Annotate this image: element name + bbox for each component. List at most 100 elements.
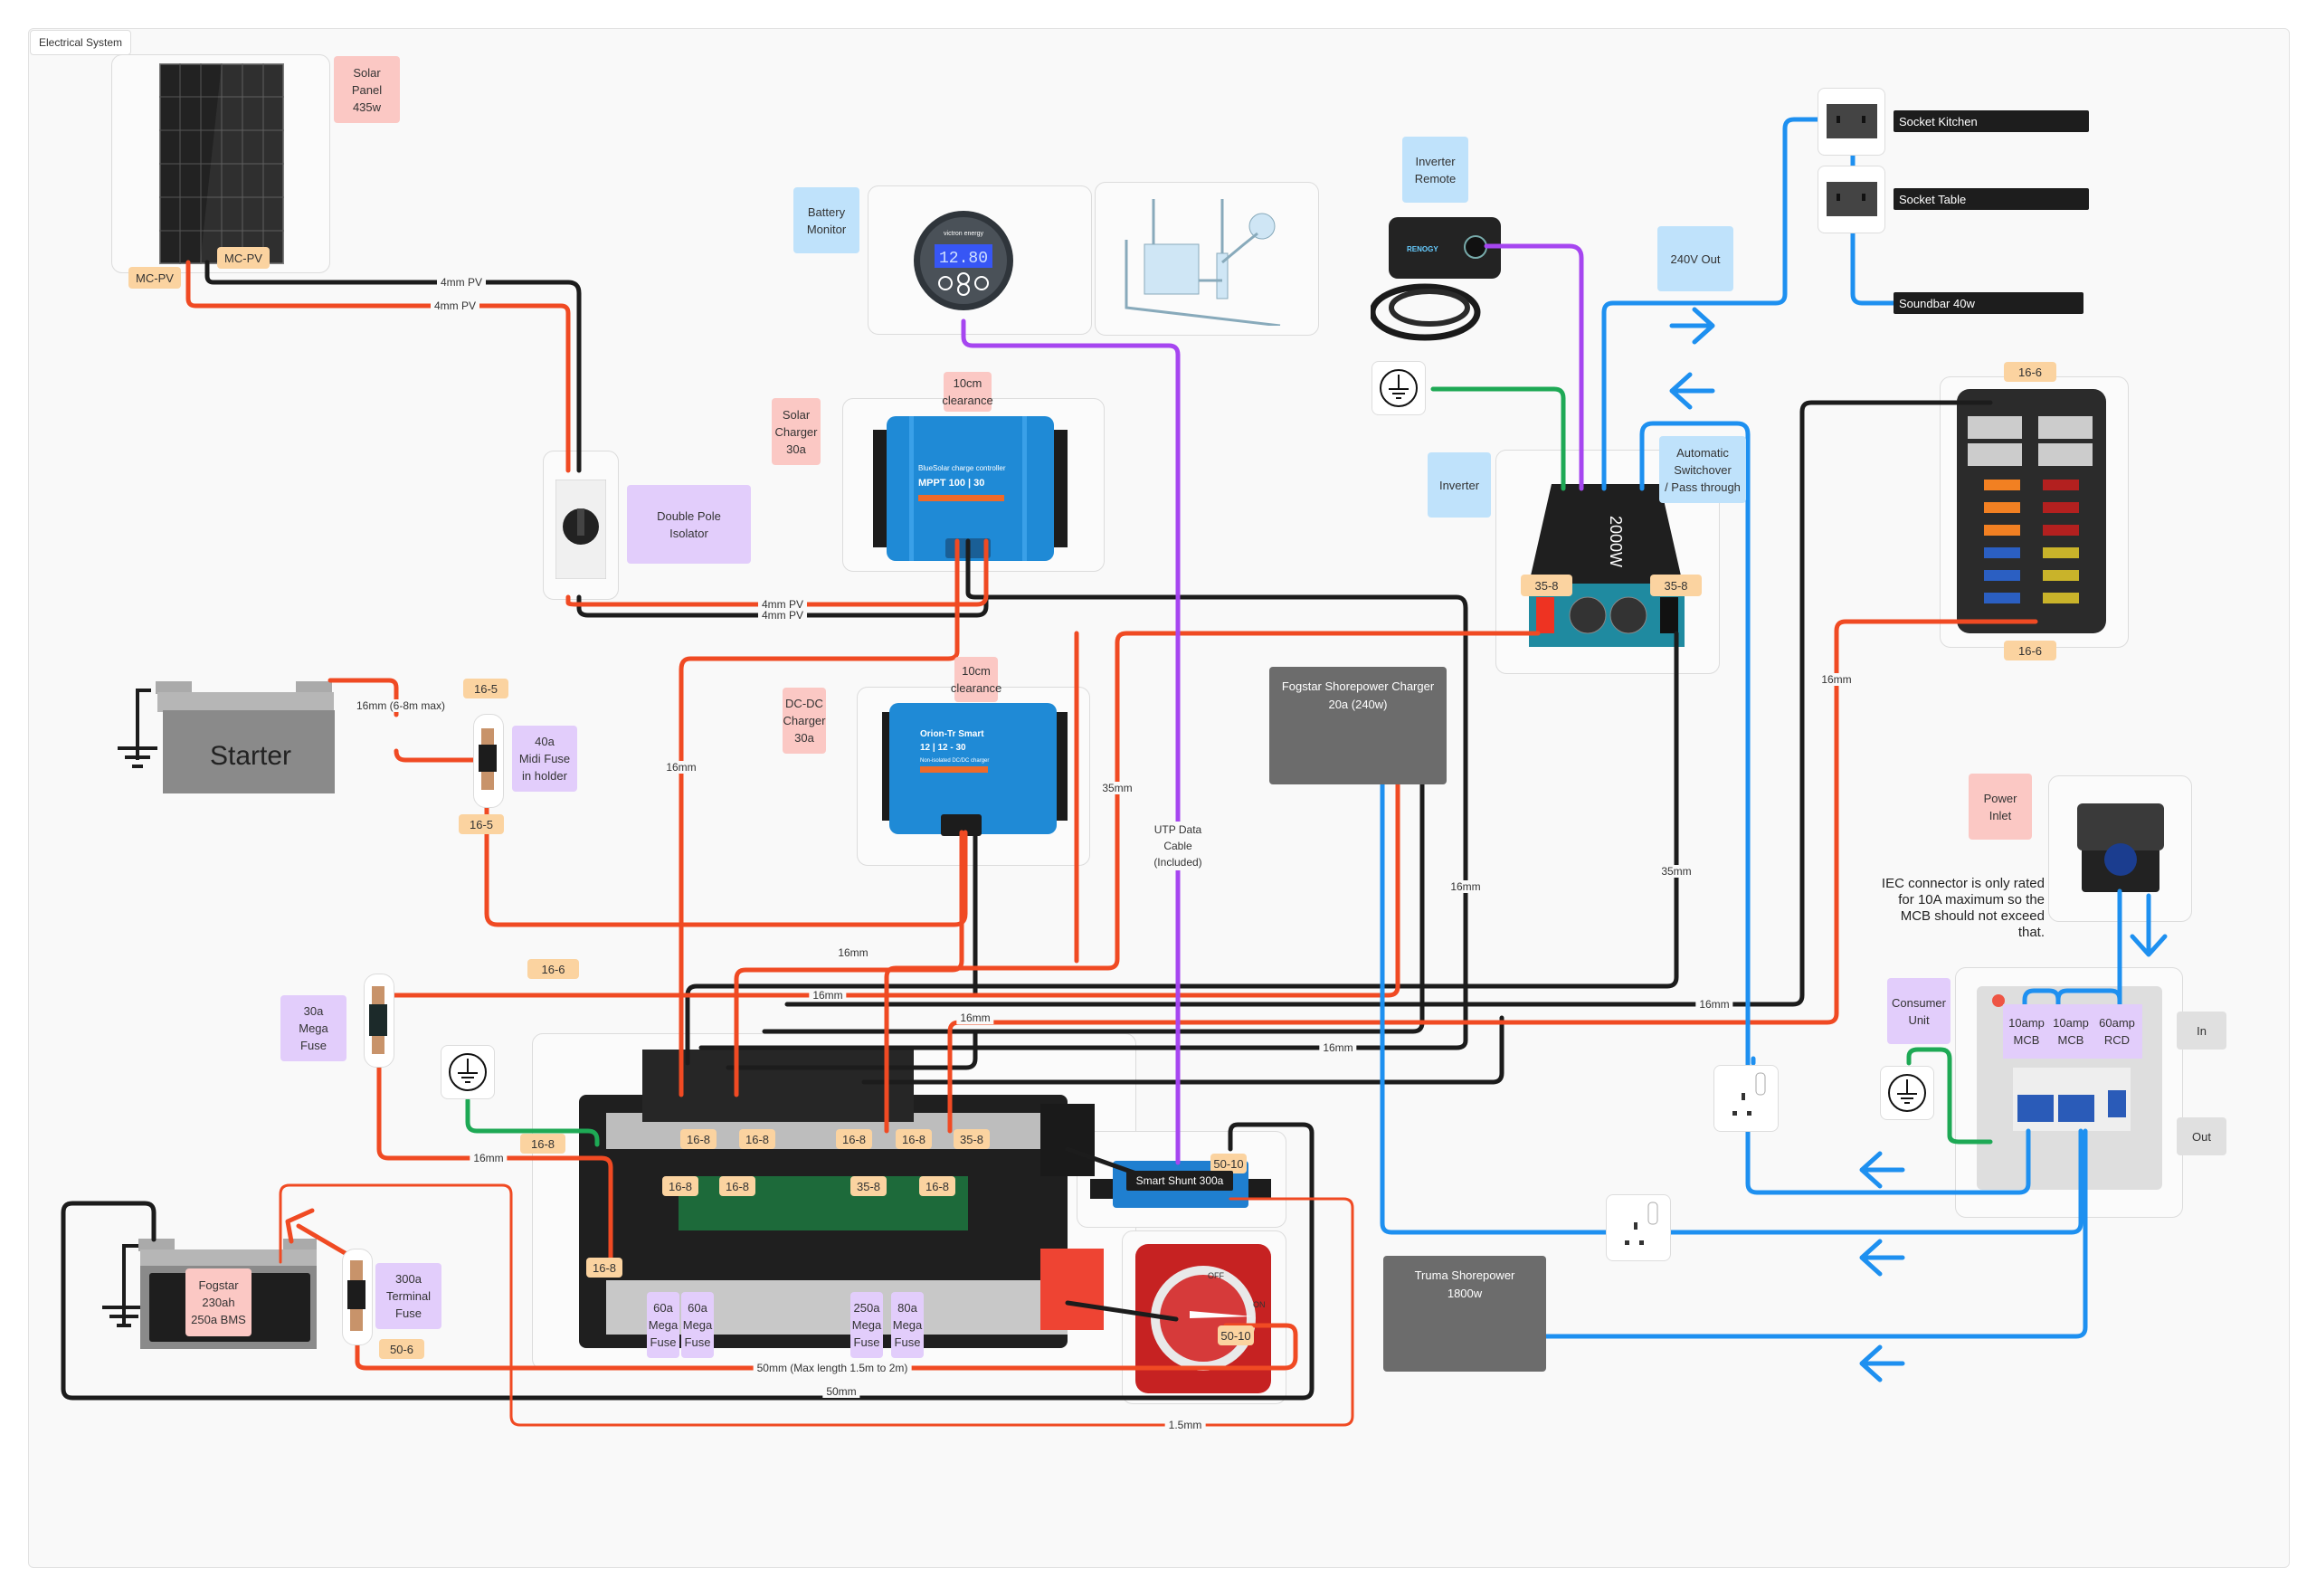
busbar-lug-top-1: 16-8 <box>680 1129 717 1149</box>
wire-solar-positive-out[interactable] <box>679 538 960 1097</box>
terminal-fuse-label: 300a Terminal Fuse <box>375 1263 441 1329</box>
wire-switch-to-bus[interactable] <box>1065 1300 1179 1322</box>
wire-shore-charger-ac[interactable] <box>1380 757 2083 1235</box>
wire-shore-negative[interactable] <box>762 757 1425 1034</box>
iec-connector-note: IEC connector is only rated for 10A maxi… <box>1881 876 2045 940</box>
busbar-earth-ground <box>441 1045 495 1099</box>
inverter-remote-label: Inverter Remote <box>1402 137 1468 203</box>
wire-pv-positive-top[interactable] <box>185 260 571 473</box>
wire-inlet-to-cu[interactable] <box>2022 888 2122 1018</box>
switch-lug: 50-10 <box>1218 1325 1254 1345</box>
wire-label-pv-black-top: 4mm PV <box>436 276 487 289</box>
starter-battery-image: Starter <box>118 681 335 793</box>
wire-utp-data[interactable] <box>961 318 1181 1165</box>
power-inlet-image <box>2077 803 2164 892</box>
monitor-brand: victron energy <box>944 231 983 237</box>
solar-charger-product-line2: MPPT 100 | 30 <box>918 478 984 489</box>
wiring-diagram-card[interactable] <box>1095 182 1319 336</box>
wire-solar-negative-out[interactable] <box>698 538 1468 1050</box>
leisure-battery-label: Fogstar 230ah 250a BMS <box>185 1268 252 1336</box>
busbar-lug-left: 16-8 <box>520 1134 565 1154</box>
smart-shunt-label: Smart Shunt 300a <box>1126 1171 1233 1191</box>
busbar-lug-top-5: 35-8 <box>954 1129 990 1149</box>
solar-panel-label: Solar Panel 435w <box>334 56 400 123</box>
consumer-unit-label: Consumer Unit <box>1887 978 1951 1044</box>
wire-label-bus-neg: 16mm <box>1319 1041 1357 1054</box>
wire-switchover[interactable] <box>1639 421 2031 1195</box>
dcdc-product-line1: Orion-Tr Smart <box>920 729 984 739</box>
wire-inverter-positive[interactable] <box>884 631 1541 1134</box>
busbar-fuse-3: 250a Mega Fuse <box>850 1292 883 1358</box>
wire-truma[interactable] <box>1540 1128 2088 1339</box>
wire-label-pv-red-top: 4mm PV <box>430 299 480 312</box>
wire-label-inverter-neg: 35mm <box>1657 865 1695 878</box>
inverter-remote-image: RENOGY <box>1371 217 1501 341</box>
socket-kitchen-image[interactable] <box>1818 88 1885 156</box>
mega-fuse-30-label: 30a Mega Fuse <box>280 995 346 1061</box>
busbar-fuse-4: 80a Mega Fuse <box>891 1292 924 1358</box>
wire-inverter-negative[interactable] <box>685 631 1679 1066</box>
wire-battery-negative-main[interactable] <box>61 1122 1315 1401</box>
busbar-lug-top-2: 16-8 <box>739 1129 775 1149</box>
wire-pv-negative-top[interactable] <box>204 260 582 473</box>
earth-icon <box>1380 369 1418 407</box>
wire-240v-out[interactable] <box>1601 117 1821 491</box>
inverter-lug-left: 35-8 <box>1521 575 1572 596</box>
wire-label-starter-fuse-run: 16mm <box>470 1152 508 1164</box>
shore-charger-label: Fogstar Shorepower Charger 20a (240w) <box>1281 679 1435 711</box>
wire-midi-fuse-out[interactable] <box>484 775 968 927</box>
wire-remote-data[interactable] <box>1484 243 1584 491</box>
cu-breaker-1: 10amp MCB <box>2003 1004 2050 1059</box>
busbar-lug-top-3: 16-8 <box>836 1129 872 1149</box>
cu-breaker-2: 10amp MCB <box>2050 1004 2092 1059</box>
mc-pv-connector-a: MC-PV <box>128 267 181 289</box>
wire-dcdc-pos-a[interactable] <box>734 830 964 1097</box>
wire-cu-earth[interactable] <box>1906 1047 1993 1145</box>
shunt-wiring-diagram-image <box>1125 199 1281 326</box>
wire-terminal-fuse-to-battery[interactable] <box>296 1223 356 1260</box>
cu-in-label: In <box>2177 1012 2226 1050</box>
socket-table-image[interactable] <box>1818 166 1885 233</box>
wire-inverter-earth[interactable] <box>1430 386 1566 491</box>
inverter-earth-ground <box>1372 361 1426 415</box>
wire-shunt-sense[interactable] <box>279 1183 1354 1427</box>
wire-label-shunt-sense: 1.5mm <box>1164 1419 1206 1431</box>
shore-charger-box[interactable]: Fogstar Shorepower Charger 20a (240w) <box>1269 667 1447 784</box>
socket-kitchen-label: Socket Kitchen <box>1894 110 2089 132</box>
power-inlet-label: Power Inlet <box>1969 774 2032 840</box>
socket-switched-lower[interactable] <box>1606 1194 1671 1261</box>
wire-label-solar-out: 16mm <box>662 761 700 774</box>
dcdc-charger-clearance: 10cm clearance <box>951 657 1001 702</box>
busbar-fuse-1: 60a Mega Fuse <box>647 1292 679 1358</box>
mc-pv-connector-b: MC-PV <box>217 247 270 269</box>
dcdc-product-line2: 12 | 12 - 30 <box>920 743 966 753</box>
wire-fusebox-positive[interactable] <box>947 619 2038 1134</box>
dcdc-charger-label: DC-DC Charger 30a <box>783 688 826 754</box>
busbar-fuse-2: 60a Mega Fuse <box>681 1292 714 1358</box>
busbar-lug-mid-1: 16-8 <box>662 1176 698 1196</box>
wire-starter-positive[interactable] <box>327 678 489 763</box>
wire-dcdc-negative-bus[interactable] <box>726 1031 978 1070</box>
wire-label-utp: UTP Data Cable (Included) <box>1150 822 1206 870</box>
terminal-fuse-lug: 50-6 <box>379 1339 424 1359</box>
frame-title: Electrical System <box>30 30 132 55</box>
switchover-label: Automatic Switchover / Pass through <box>1659 436 1746 503</box>
wire-fusebox-negative[interactable] <box>784 400 1993 1007</box>
wire-bus-earth[interactable] <box>465 1097 600 1147</box>
mega-fuse-30-lug: 16-6 <box>527 959 579 979</box>
wire-battery-positive-main[interactable] <box>355 1323 1298 1371</box>
wire-label-battery-pos-main-text: 50mm (Max length 1.5m to 2m) <box>753 1362 912 1374</box>
shunt-lug: 50-10 <box>1210 1154 1247 1173</box>
wire-30a-fuse[interactable] <box>376 757 1400 998</box>
wire-battery-negative-loop[interactable] <box>61 1201 157 1392</box>
wire-label-fusebox-pos: 16mm <box>1818 673 1856 686</box>
solar-charger-label: Solar Charger 30a <box>772 398 821 465</box>
wire-label-inverter-pos: 35mm <box>1098 782 1136 794</box>
wire-label-battery-neg-main: 50mm <box>822 1385 860 1398</box>
truma-box[interactable]: Truma Shorepower 1800w <box>1383 1256 1546 1372</box>
earth-icon <box>449 1053 487 1091</box>
socket-switched-upper[interactable] <box>1713 1065 1779 1132</box>
flow-arrows <box>1669 307 2168 1382</box>
inverter-label: Inverter <box>1428 452 1491 518</box>
